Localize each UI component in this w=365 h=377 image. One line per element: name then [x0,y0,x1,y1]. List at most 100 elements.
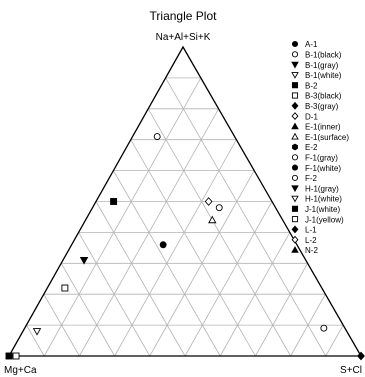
legend-marker [291,225,299,234]
legend-marker [291,122,299,130]
legend-item: A-1 [291,40,318,49]
legend-label: E-1(inner) [305,123,341,132]
legend-marker [291,61,299,69]
legend-item: J-1(yellow) [291,215,344,224]
legend-marker [291,164,299,171]
legend-item: E-1(surface) [291,132,349,142]
legend-item: H-1(gray) [291,184,339,193]
grid-line [130,139,256,357]
legend-item: N-2 [291,246,318,255]
legend-item: E-2 [292,143,318,152]
legend-marker [291,72,299,79]
grid-line [43,77,202,357]
legend-label: A-1 [305,40,318,49]
legend-marker [291,174,299,181]
legend-item: B-3(black) [291,92,342,101]
data-points [5,133,365,361]
legend-marker [291,82,299,89]
legend-marker [292,143,298,151]
legend-label: D-1 [305,112,318,121]
legend-marker [291,185,299,193]
legend-label: F-2 [305,174,318,183]
grid-line [290,294,326,357]
legend-item: B-1(black) [291,51,342,60]
legend-item: B-2 [291,81,318,90]
grid-line [184,201,273,357]
legend-label: J-1(white) [305,205,340,214]
legend-marker [291,101,299,110]
data-point [204,197,213,206]
legend-marker [291,92,299,99]
legend-item: H-1(white) [291,195,342,204]
legend-item: B-3(gray) [291,101,339,111]
vertex-label-right: S+Cl [340,365,362,376]
grid-line [325,324,344,357]
grid-line [114,139,237,357]
grid-line [26,324,45,357]
legend-item: L-2 [291,235,317,245]
data-point [32,328,42,336]
vertex-label-left: Mg+Ca [4,365,37,376]
legend-marker [291,154,299,161]
legend-item: D-1 [291,112,318,121]
legend-marker [291,112,299,121]
legend-label: E-1(surface) [305,133,349,142]
data-point [357,351,365,361]
legend-label: F-1(white) [305,164,341,173]
legend-item: F-1(gray) [291,154,338,163]
data-point [208,215,217,224]
triangle-outline [7,45,363,357]
data-point [110,198,118,205]
data-point [153,133,161,141]
grid-line [255,263,308,357]
legend-marker [291,246,299,253]
legend-label: E-2 [305,143,318,152]
legend-marker [291,51,299,58]
data-point [61,284,69,292]
legend-item: B-1(white) [291,71,342,80]
grid-line [95,201,186,357]
legend-marker [291,205,299,212]
vertex-label-top: Na+Al+Si+K [156,32,211,43]
legend-marker [291,195,299,203]
legend-label: J-1(yellow) [305,215,344,224]
grid-line [165,77,327,357]
legend-marker [291,40,299,48]
grid-line [78,232,151,357]
legend-label: B-2 [305,81,318,90]
data-point [215,204,223,212]
legend-label: B-3(black) [305,92,342,101]
legend-label: H-1(gray) [305,184,339,193]
data-point [12,352,20,360]
legend: A-1B-1(black)B-1(gray)B-1(white)B-2B-3(b… [291,40,349,255]
legend-label: L-2 [305,236,317,245]
grid-line [219,232,291,357]
ternary-grid [26,77,344,357]
data-point [79,257,89,265]
legend-label: L-1 [305,226,317,235]
legend-marker [291,235,299,244]
legend-item: F-1(white) [291,164,341,173]
legend-marker [291,216,299,223]
legend-item: L-1 [291,225,317,235]
chart-title: Triangle Plot [150,9,218,23]
data-point [320,324,328,332]
legend-label: B-1(white) [305,71,342,80]
ternary-frame [7,45,363,357]
grid-line [43,294,80,357]
legend-item: E-1(inner) [291,122,341,132]
legend-marker [291,132,299,140]
data-point [159,241,167,249]
legend-item: B-1(gray) [291,61,339,70]
legend-label: H-1(white) [305,195,342,204]
legend-item: F-2 [291,174,318,183]
legend-label: N-2 [305,246,318,255]
legend-item: J-1(white) [291,205,340,214]
legend-label: B-1(gray) [305,61,339,70]
legend-label: B-3(gray) [305,102,339,111]
data-point [5,352,13,360]
legend-label: B-1(black) [305,51,342,60]
grid-line [60,263,115,357]
legend-label: F-1(gray) [305,154,338,163]
